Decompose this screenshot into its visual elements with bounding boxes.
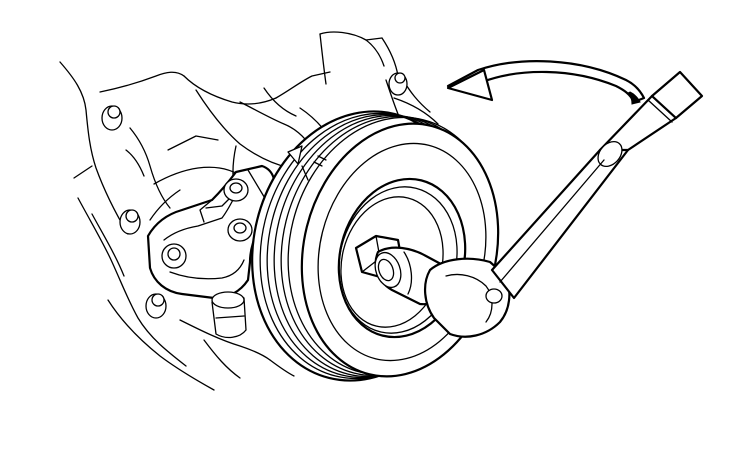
bolt-upper-right <box>388 72 408 96</box>
ratchet-handle <box>424 70 704 338</box>
engine-bolts <box>101 72 408 319</box>
bracket-bolt-3 <box>161 243 187 269</box>
rotation-arrow-icon <box>446 60 646 105</box>
timing-mark-pointer <box>287 145 309 181</box>
crank-sensor <box>211 291 247 339</box>
bracket-bolt-2 <box>227 218 253 242</box>
bolt-lower-left <box>145 293 167 319</box>
bolt-mid-left <box>119 209 141 235</box>
bracket-bolt-1 <box>223 178 249 202</box>
bolt-upper-left <box>101 105 123 131</box>
